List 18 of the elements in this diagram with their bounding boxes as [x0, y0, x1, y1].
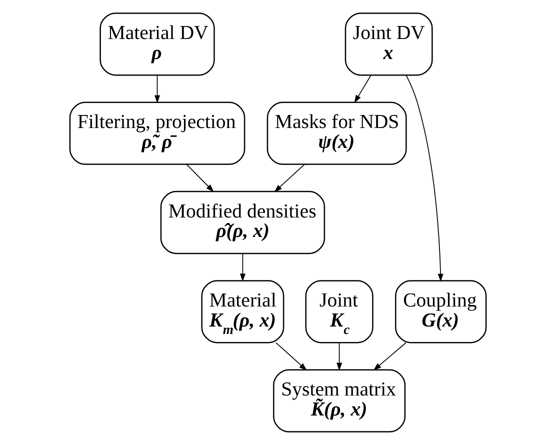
node-box: Joint K$_{c}$	[305, 280, 374, 344]
node-box: Modified densities ρ̂(ρ, x)	[160, 190, 326, 254]
arrow	[276, 342, 307, 371]
arrow	[373, 342, 406, 371]
arrow	[336, 342, 342, 371]
arrow	[154, 74, 160, 104]
arrow	[186, 164, 214, 192]
arrow	[406, 74, 444, 282]
node-box: Material DV ρ	[100, 12, 215, 76]
node-box: Material K$_{m}$(ρ, x)	[201, 280, 284, 344]
node-box: Joint DV x	[344, 12, 433, 76]
node-box: System matrix K̃(ρ, x)	[273, 369, 406, 432]
arrow	[274, 164, 305, 192]
node-box: Coupling G(x)	[395, 280, 487, 344]
node-box: Filtering, projection ρ̃, ρ̄	[69, 102, 246, 165]
arrow	[354, 74, 372, 104]
node-box: Masks for NDS ψ(x)	[266, 102, 407, 165]
arrow	[240, 253, 246, 282]
